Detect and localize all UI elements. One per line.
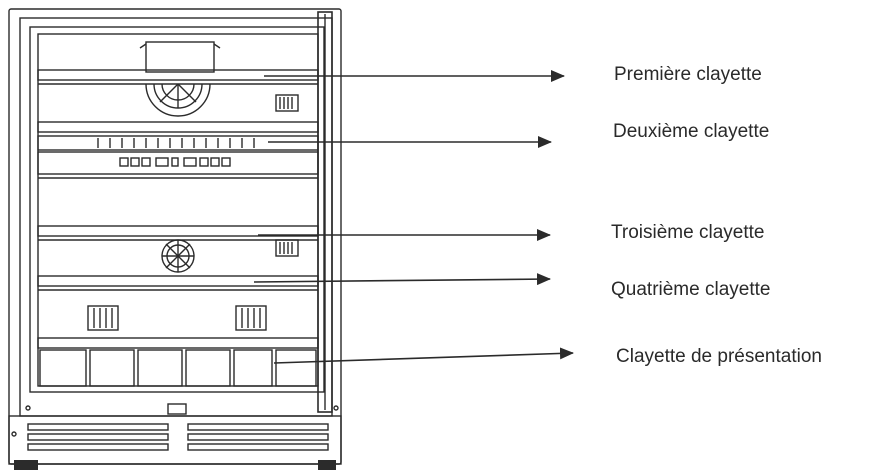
door-latch [167, 403, 187, 415]
base-vent-right [187, 423, 329, 451]
foot-left [14, 460, 38, 470]
base-kick-plate [8, 415, 342, 465]
shelf-2 [37, 121, 319, 133]
lower-grille-left [87, 305, 119, 331]
shelf-1 [37, 69, 319, 81]
control-buttons [119, 157, 231, 167]
shelf-3 [37, 225, 319, 237]
control-panel [37, 151, 319, 175]
lower-vent-icon [275, 239, 299, 257]
door-frame [29, 26, 325, 393]
door-handle [317, 11, 333, 413]
top-fan-housing [145, 41, 215, 73]
foot-right [318, 460, 336, 470]
label-display-shelf: Clayette de présentation [616, 346, 822, 367]
display-shelf-bins [39, 349, 317, 387]
lower-grille-right [235, 305, 267, 331]
shelf-2-vents [97, 138, 255, 148]
display-shelf [37, 337, 319, 349]
label-second-shelf: Deuxième clayette [613, 121, 770, 142]
label-third-shelf: Troisième clayette [611, 222, 765, 243]
label-fourth-shelf: Quatrième clayette [611, 279, 771, 300]
cabinet-inner-frame [19, 17, 333, 417]
label-first-shelf: Première clayette [614, 64, 762, 85]
arrow-display-shelf [273, 347, 574, 364]
top-fan-icon [145, 83, 211, 117]
arrow-shelf-4 [253, 273, 551, 286]
upper-vent-icon [275, 94, 299, 112]
base-vent-left [27, 423, 169, 451]
